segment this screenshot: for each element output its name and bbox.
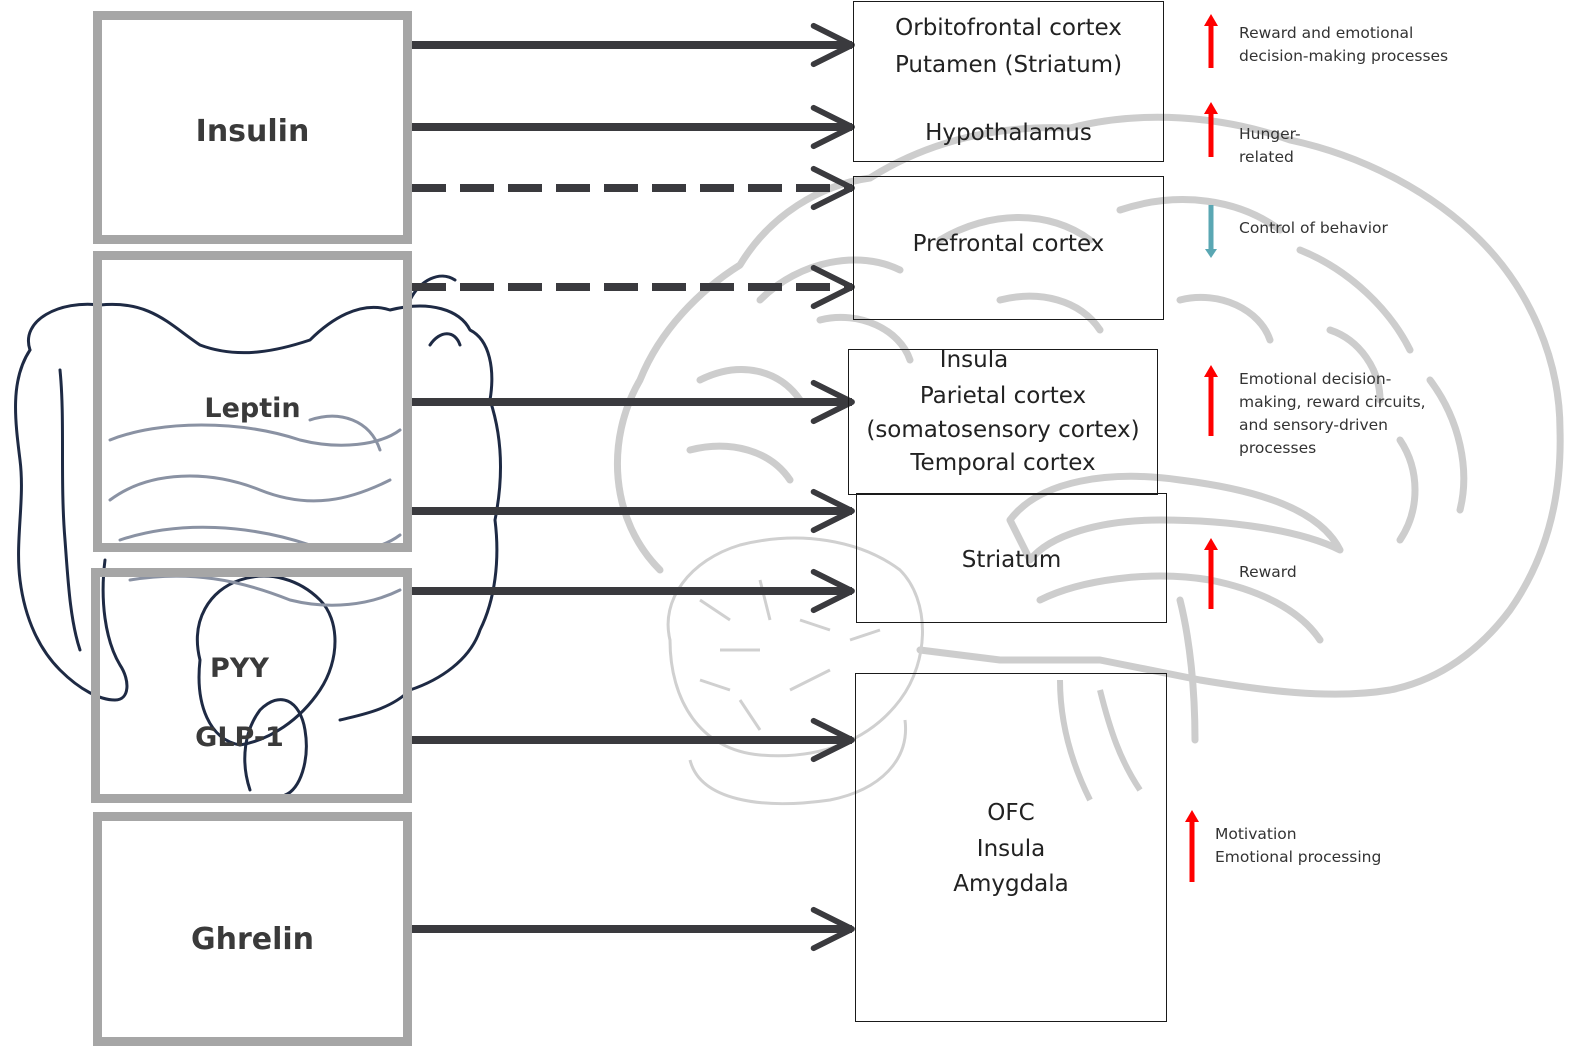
effect-control: Control of behavior xyxy=(1239,219,1388,237)
region-temporal: Temporal cortex xyxy=(910,450,1096,476)
region-amygdala: Amygdala xyxy=(953,871,1069,897)
insulin-label: Insulin xyxy=(195,114,310,149)
insulin-box: Insulin xyxy=(93,11,412,244)
region-putamen: Putamen (Striatum) xyxy=(894,52,1123,78)
pyy-glp1-box: PYY GLP-1 xyxy=(91,568,412,803)
glp1-label: GLP-1 xyxy=(195,722,284,753)
effect-reward: Reward xyxy=(1239,563,1297,581)
striatum-box: Striatum xyxy=(856,493,1167,623)
ofc-putamen-hypothalamus-box: Orbitofrontal cortex Putamen (Striatum) … xyxy=(853,1,1164,162)
insula-parietal-temporal-box: Insula Parietal cortex (somatosensory co… xyxy=(848,347,1158,495)
effect-hunger: Hunger- related xyxy=(1239,125,1301,166)
region-parietal: Parietal cortex xyxy=(919,383,1087,409)
leptin-box: Leptin xyxy=(93,251,412,552)
prefrontal-box: Prefrontal cortex xyxy=(853,176,1164,320)
effect-emotional-sensory: Emotional decision- making, reward circu… xyxy=(1239,370,1426,457)
region-insula: Insula xyxy=(939,347,1009,373)
region-ofc-abbrev: OFC xyxy=(987,800,1035,826)
leptin-label: Leptin xyxy=(204,393,301,424)
effect-reward-emotional: Reward and emotional decision-making pro… xyxy=(1239,24,1449,65)
region-insula-2: Insula xyxy=(976,836,1046,862)
ofc-insula-amygdala-box: OFC Insula Amygdala xyxy=(855,673,1167,1022)
ghrelin-box: Ghrelin xyxy=(93,812,412,1046)
region-ofc: Orbitofrontal cortex xyxy=(895,15,1122,41)
ghrelin-label: Ghrelin xyxy=(190,922,315,957)
region-striatum: Striatum xyxy=(961,547,1062,573)
region-hypothalamus: Hypothalamus xyxy=(925,120,1092,146)
pyy-label: PYY xyxy=(210,653,269,684)
region-somatosensory: (somatosensory cortex) xyxy=(866,417,1140,443)
region-prefrontal: Prefrontal cortex xyxy=(912,231,1105,257)
effect-motivation: Motivation Emotional processing xyxy=(1215,825,1382,866)
